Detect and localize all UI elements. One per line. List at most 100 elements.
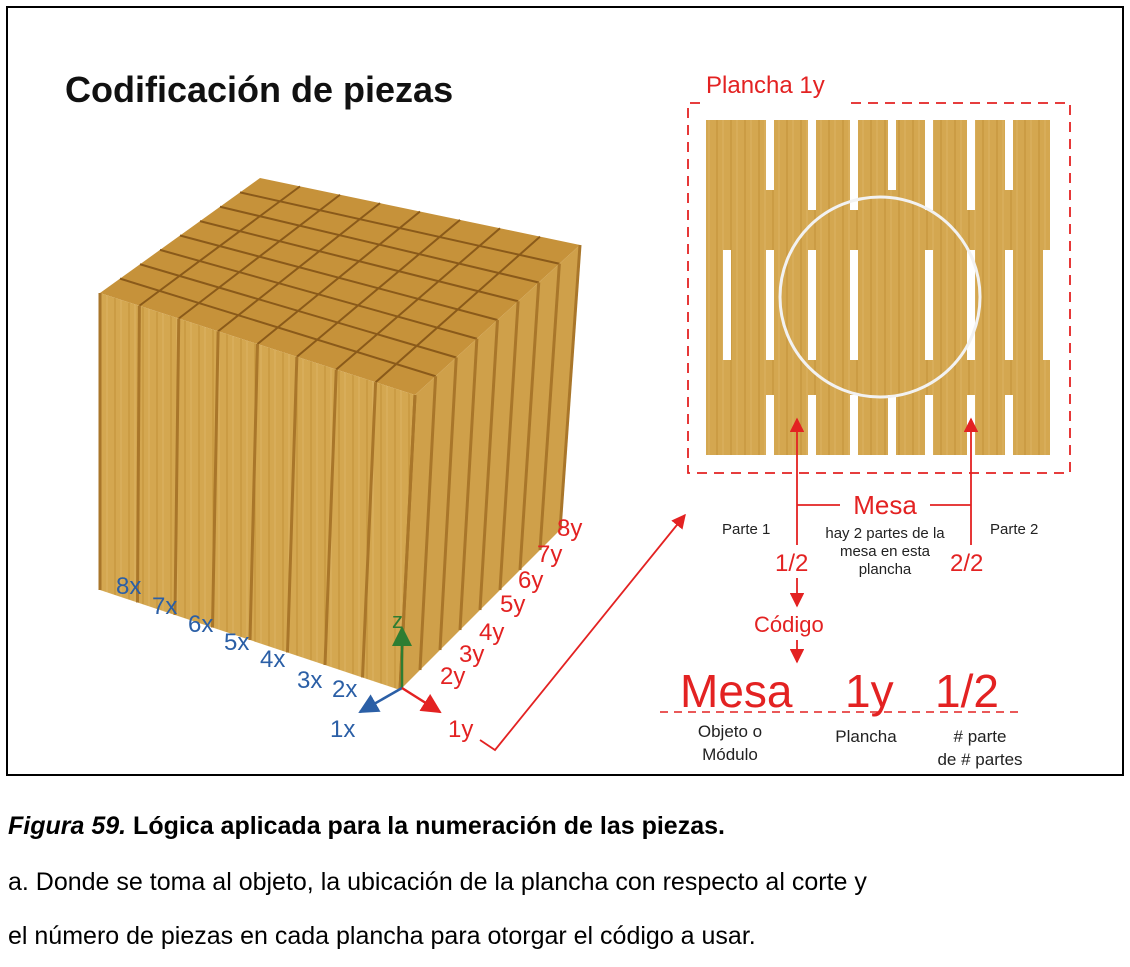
mesa-label: Mesa: [853, 490, 917, 520]
left-rib: [323, 369, 338, 666]
y-label-2: 2y: [440, 663, 465, 690]
plancha-dashed-frame: [687, 102, 1071, 474]
y-label-4: 4y: [479, 619, 504, 646]
plancha-slot: [850, 250, 858, 360]
code-plancha: 1y: [845, 665, 894, 717]
legend-part-line-1: # parte: [954, 727, 1007, 746]
plancha-slot: [766, 395, 774, 455]
plancha-slot: [766, 120, 774, 190]
cube-right-ribs: [398, 244, 582, 691]
caption-title-text: Lógica aplicada para la numeración de la…: [133, 812, 725, 840]
code-legend: Objeto o Módulo Plancha # parte de # par…: [698, 722, 1023, 769]
legend-part-line-2: de # partes: [937, 750, 1022, 769]
fraction-part2: 2/2: [950, 550, 983, 577]
y-label-3: 3y: [459, 641, 484, 668]
part1-label: Parte 1: [722, 521, 770, 538]
plancha-slot: [888, 395, 896, 455]
x-label-3: 3x: [297, 667, 322, 694]
x-label-4: 4x: [260, 646, 285, 673]
codigo-label: Código: [754, 612, 824, 637]
figure-title: Codificación de piezas: [65, 69, 453, 110]
y-label-7: 7y: [537, 541, 562, 568]
plancha-slot: [723, 250, 731, 360]
legend-object-line-2: Módulo: [702, 745, 758, 764]
table-circle: [778, 195, 982, 399]
top-grid-line: [219, 205, 539, 284]
plancha-label: Plancha 1y: [706, 72, 825, 99]
plancha-slot: [766, 250, 774, 360]
code-object: Mesa: [680, 665, 793, 717]
plancha-slot: [925, 250, 933, 360]
fraction-part1: 1/2: [775, 550, 808, 577]
mesa-desc-line-1: hay 2 partes de la: [825, 525, 945, 542]
plancha-slot: [1043, 250, 1051, 360]
left-rib: [286, 356, 299, 653]
plancha-slot: [967, 250, 975, 360]
mesa-desc-line-3: plancha: [859, 561, 912, 578]
plancha-board: [706, 120, 1050, 455]
top-grid-line: [296, 219, 461, 358]
top-grid-line: [199, 220, 519, 303]
right-rib: [478, 319, 499, 611]
plancha-slot: [925, 395, 933, 455]
caption-title: Figura 59. Lógica aplicada para la numer…: [8, 812, 725, 841]
left-rib: [173, 318, 181, 616]
code-display: Mesa 1y 1/2: [680, 665, 999, 717]
y-labels: 1y 2y 3y 4y 5y 6y 7y 8y: [440, 515, 582, 743]
caption-line-2: el número de piezas en cada plancha para…: [8, 922, 756, 950]
caption-line-1: a. Donde se toma al objeto, la ubicación…: [8, 868, 867, 896]
right-rib: [498, 301, 520, 591]
top-grid-line: [256, 210, 421, 345]
right-rib: [458, 338, 479, 631]
top-grid-line: [374, 235, 541, 383]
left-rib: [211, 331, 220, 628]
plancha-slot: [888, 120, 896, 190]
grid-cube: [98, 178, 582, 691]
y-label-8: 8y: [557, 515, 582, 542]
left-rib: [136, 305, 141, 603]
plancha-slot: [1005, 395, 1013, 455]
axes: z: [358, 608, 442, 714]
y-label-1: 1y: [448, 716, 473, 743]
y-label-5: 5y: [500, 591, 525, 618]
axis-x-line: [358, 686, 403, 714]
plancha-slot: [808, 395, 816, 455]
caption-figure-label: Figura 59.: [8, 812, 127, 840]
x-label-7: 7x: [152, 593, 177, 620]
connector-arrow: [479, 513, 686, 752]
legend-plancha: Plancha: [835, 727, 897, 746]
right-rib: [558, 244, 582, 531]
axis-z-label: z: [392, 608, 403, 633]
top-grid-line: [335, 227, 501, 371]
top-grid-line: [239, 191, 560, 265]
part2-label: Parte 2: [990, 521, 1038, 538]
right-rib: [418, 376, 438, 671]
x-label-6: 6x: [188, 611, 213, 638]
right-rib: [438, 357, 458, 651]
plancha-slot: [808, 120, 816, 210]
x-label-5: 5x: [224, 629, 249, 656]
legend-object-line-1: Objeto o: [698, 722, 762, 741]
right-rib: [538, 263, 561, 551]
plancha-slot: [967, 120, 975, 210]
plancha-slot: [850, 395, 858, 455]
left-rib: [361, 382, 378, 678]
mesa-description: hay 2 partes de la mesa en esta plancha: [825, 525, 945, 578]
cube-top-face: [100, 178, 580, 395]
y-label-6: 6y: [518, 567, 543, 594]
plancha-slot: [1005, 120, 1013, 190]
x-label-2: 2x: [332, 676, 357, 703]
mesa-desc-line-2: mesa en esta: [840, 543, 931, 560]
x-label-1: 1x: [330, 716, 355, 743]
axis-y-line: [401, 686, 442, 714]
right-rib: [518, 282, 541, 571]
left-rib: [248, 343, 259, 641]
plancha-slot: [850, 120, 858, 210]
x-labels: 1x 2x 3x 4x 5x 6x 7x 8x: [116, 573, 357, 743]
plancha-slot: [925, 120, 933, 210]
cube-top-grid: [119, 185, 560, 383]
plancha-slot: [1005, 250, 1013, 360]
code-part: 1/2: [935, 665, 999, 717]
plancha-slot: [808, 250, 816, 360]
